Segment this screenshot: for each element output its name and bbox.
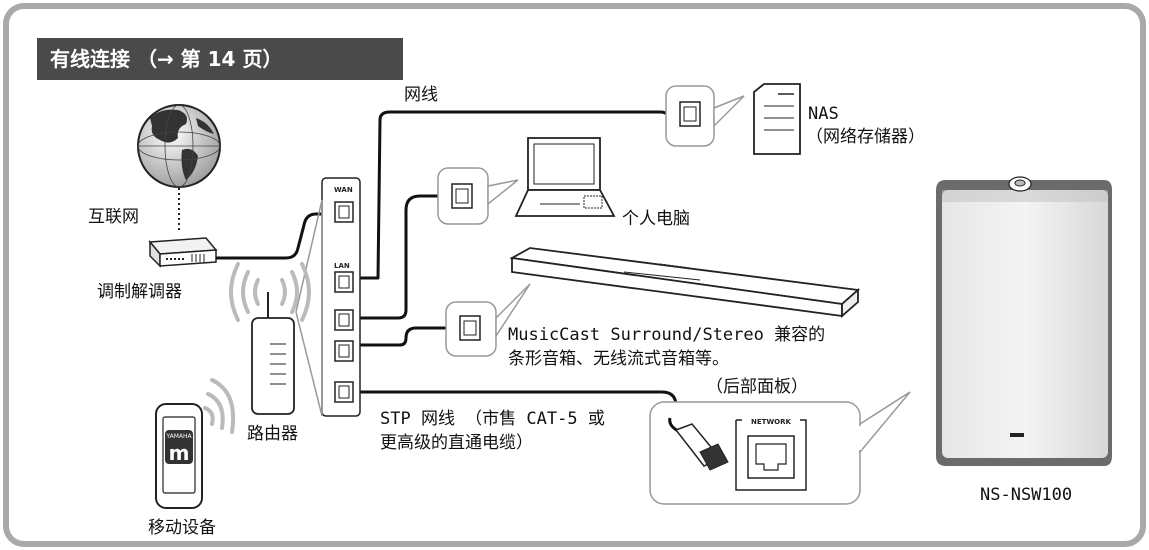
laptop-icon (514, 137, 616, 217)
port-lan-label: LAN (334, 262, 350, 270)
pc-callout (487, 179, 519, 206)
mobile-label: 移动设备 (148, 518, 216, 538)
nas-port[interactable] (679, 101, 701, 127)
router-label: 路由器 (247, 424, 298, 444)
soundbar-label-1: MusicCast Surround/Stereo 兼容的 (508, 325, 826, 345)
wan-cable (216, 212, 334, 260)
soundbar-port[interactable] (459, 315, 481, 341)
nas-sublabel: （网络存储器） (806, 127, 925, 147)
nas-callout (713, 95, 745, 128)
soundbar-cable (350, 326, 448, 347)
router-port-panel: WAN LAN (321, 177, 361, 417)
network-cable-label: 网线 (404, 85, 438, 105)
mobile-wifi-icon (203, 378, 236, 434)
globe-icon (137, 104, 221, 188)
port-wan-label: WAN (334, 186, 353, 194)
mobile-phone-icon[interactable]: YAMAHA m (155, 403, 203, 509)
pc-port[interactable] (451, 183, 473, 209)
ethernet-port-icon[interactable] (747, 435, 795, 479)
lan-port-2[interactable] (334, 309, 354, 331)
modem-icon (148, 237, 218, 268)
soundbar-label-2: 条形音箱、无线流式音箱等。 (508, 349, 729, 369)
network-port-label: NETWORK (751, 418, 791, 426)
section-title: 有线连接 （→ 第 14 页） (50, 47, 283, 71)
app-letter: m (169, 441, 190, 465)
stp-cable-label-1: STP 网线 （市售 CAT-5 或 (380, 409, 605, 429)
app-brand-label: YAMAHA (165, 433, 192, 440)
internet-label: 互联网 (88, 207, 139, 227)
router-icon (251, 292, 295, 415)
lan-port-4[interactable] (334, 381, 354, 403)
nas-icon (753, 83, 801, 155)
stp-cable-label-2: 更高级的直通电缆） (380, 433, 533, 453)
pc-cable (350, 194, 440, 320)
rear-panel-label: （后部面板） (706, 377, 808, 397)
ethernet-plug-icon (668, 417, 729, 471)
wifi-waves-icon (229, 262, 311, 322)
section-title-bar (37, 38, 403, 80)
soundbar-icon (509, 247, 861, 318)
lan-port-3[interactable] (334, 340, 354, 362)
wan-port[interactable] (334, 201, 354, 223)
pc-label: 个人电脑 (622, 209, 690, 229)
router-callout (295, 199, 323, 417)
soundbar-callout (495, 283, 531, 339)
network-port-panel: NETWORK (735, 418, 807, 491)
modem-label: 调制解调器 (97, 282, 182, 302)
lan-port-1[interactable] (334, 271, 354, 293)
subwoofer-icon (936, 176, 1112, 466)
product-label: NS-NSW100 (980, 485, 1073, 505)
nas-label: NAS (808, 104, 839, 124)
